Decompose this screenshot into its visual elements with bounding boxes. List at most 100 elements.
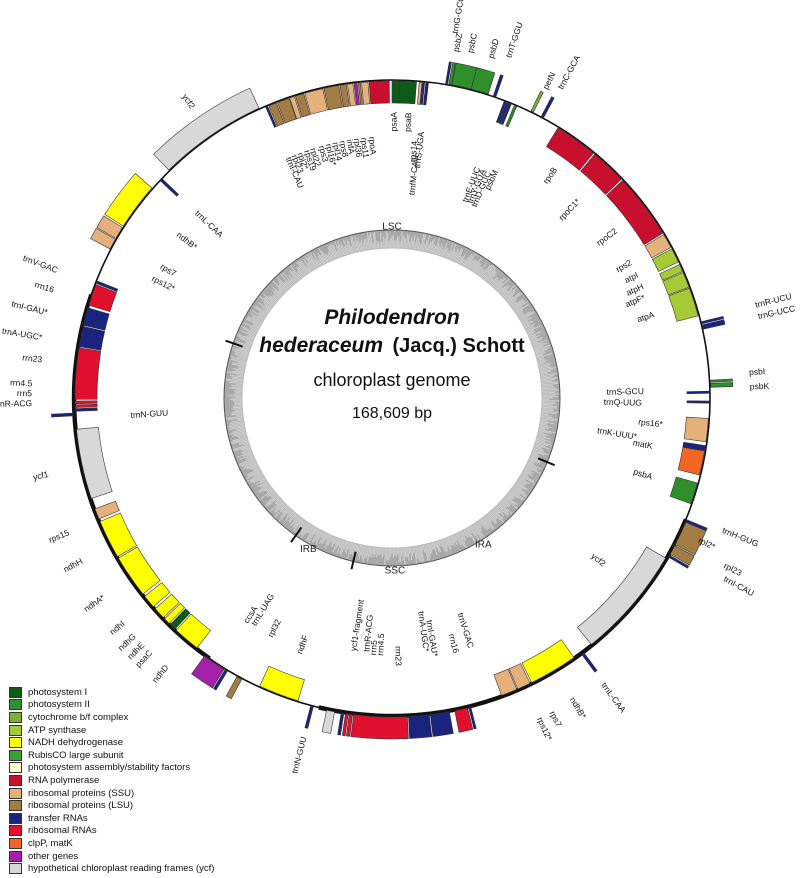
- gc-bar: [362, 545, 367, 563]
- gc-bar: [535, 441, 549, 447]
- gc-bar: [540, 372, 558, 377]
- gc-bar: [340, 540, 347, 556]
- gc-bar: [530, 453, 543, 460]
- gc-bar: [440, 539, 446, 552]
- gene-block-rrn4-5: [346, 713, 353, 737]
- gene-block-ndhh: [99, 512, 138, 558]
- gc-bar: [525, 465, 541, 475]
- gene-label: rrn5: [368, 640, 379, 656]
- gc-bar: [399, 547, 402, 562]
- gc-bar: [326, 254, 331, 262]
- gc-bar: [488, 273, 497, 284]
- gc-bar: [523, 320, 535, 327]
- gc-bar: [259, 479, 267, 484]
- gc-bar: [229, 387, 243, 390]
- gc-bar: [530, 454, 540, 460]
- gc-bar: [537, 432, 549, 436]
- gene-block-trnfm-cau: [420, 82, 426, 105]
- gc-bar: [377, 241, 380, 249]
- gc-bar: [421, 544, 424, 552]
- gc-bar: [541, 410, 558, 414]
- gc-bar: [379, 547, 381, 556]
- gc-bar: [493, 277, 505, 289]
- gc-bar: [270, 499, 283, 512]
- gc-bar: [481, 517, 491, 528]
- gc-bar: [363, 238, 367, 251]
- gene-label: rps14: [407, 140, 419, 162]
- gc-bar: [231, 370, 245, 374]
- gc-bar: [259, 484, 271, 493]
- gc-bar: [266, 486, 272, 492]
- gene-label: trnA-UGC*: [1, 326, 43, 343]
- gc-bar: [538, 362, 545, 365]
- gc-bar: [346, 239, 352, 254]
- gc-bar: [317, 255, 324, 266]
- gc-bar: [286, 510, 293, 518]
- gc-bar: [527, 329, 535, 334]
- gc-bar: [466, 527, 476, 543]
- gc-bar: [450, 249, 456, 261]
- gc-bar: [490, 510, 498, 520]
- gc-bar: [259, 477, 266, 482]
- gc-bar: [504, 496, 516, 506]
- gc-bar: [358, 544, 363, 560]
- gene-block-trna-ugc-: [408, 714, 433, 739]
- gc-bar: [233, 406, 243, 409]
- gc-bar: [533, 446, 544, 451]
- gc-bar: [293, 518, 304, 532]
- gc-bar: [279, 273, 293, 287]
- legend-swatch: [9, 762, 22, 774]
- gc-bar: [484, 515, 493, 525]
- gc-bar: [299, 260, 309, 274]
- region-label-irb: IRB: [300, 544, 317, 555]
- IRB-start-tick: [290, 526, 303, 543]
- gc-bar: [510, 488, 526, 501]
- gc-bar: [351, 543, 357, 557]
- gc-bar: [493, 507, 500, 514]
- gc-bar: [411, 240, 414, 250]
- gc-bar: [533, 447, 544, 453]
- gene-block-trni-gau-: [430, 711, 454, 737]
- gc-bar: [287, 280, 293, 286]
- gene-label: rrn23: [393, 646, 403, 666]
- gc-bar: [425, 544, 431, 562]
- gc-bar: [357, 544, 361, 554]
- gc-bar: [337, 538, 342, 546]
- gc-bar: [501, 290, 508, 297]
- gc-bar: [246, 317, 262, 326]
- gc-bar: [517, 479, 527, 486]
- legend-item: other genes: [9, 850, 309, 863]
- gc-bar: [236, 333, 254, 342]
- gc-bar: [376, 240, 379, 249]
- gc-bar: [512, 299, 525, 310]
- gc-bar: [289, 515, 300, 527]
- gene-block-trny-gua: [498, 102, 510, 125]
- gc-bar: [538, 427, 546, 430]
- gene-block-trnv-gac: [468, 706, 477, 730]
- gene-label: ndhB*: [175, 230, 200, 252]
- gc-bar: [510, 301, 518, 308]
- gc-bar: [253, 466, 260, 471]
- gc-bar: [309, 255, 318, 269]
- gc-bar: [519, 310, 534, 321]
- gc-bar: [541, 388, 558, 391]
- gc-bar: [531, 452, 540, 457]
- gene-block-ycf1: [76, 426, 113, 499]
- gene-label: ycf2: [180, 92, 197, 111]
- gc-bar: [278, 508, 292, 523]
- gc-bar: [238, 347, 250, 353]
- gene-block-trnt-ggu: [493, 74, 504, 97]
- gc-bar: [230, 419, 244, 423]
- gc-bar: [533, 345, 544, 350]
- gene-block-rps16-: [683, 416, 709, 443]
- gc-bar: [531, 341, 538, 345]
- gc-bar: [489, 511, 497, 521]
- gc-bar: [539, 367, 557, 372]
- gc-bar: [539, 423, 549, 426]
- gene-block-psab: [398, 80, 417, 105]
- legend-item: ribosomal proteins (LSU): [9, 799, 309, 812]
- gc-bar: [281, 505, 289, 513]
- gc-bar: [289, 271, 298, 282]
- legend-swatch: [9, 825, 22, 837]
- gene-label: rpoC1*: [557, 196, 583, 223]
